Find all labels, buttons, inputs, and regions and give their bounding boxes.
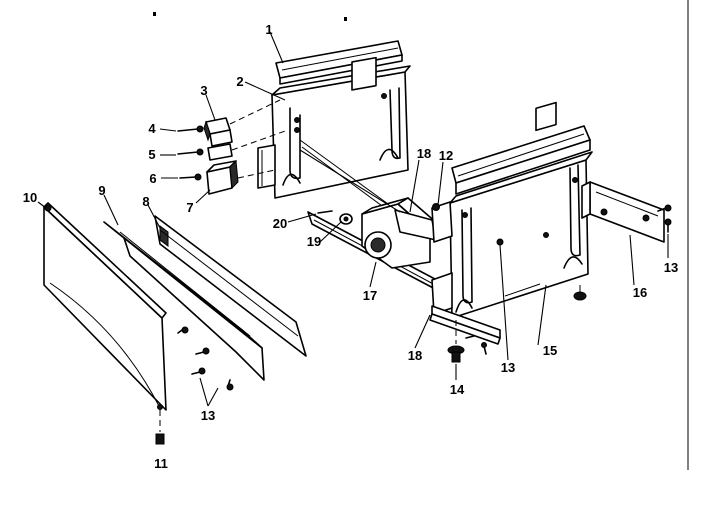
part-13-screws-left — [177, 326, 234, 391]
callout-10: 10 — [23, 190, 37, 205]
callout-4: 4 — [148, 121, 156, 136]
leader-lines — [37, 31, 669, 407]
callout-8: 8 — [142, 194, 149, 209]
callout-15: 15 — [543, 343, 557, 358]
callout-5: 5 — [148, 147, 155, 162]
callout-1: 1 — [265, 22, 272, 37]
callout-19: 19 — [307, 234, 321, 249]
part-19-washer — [339, 213, 353, 225]
part-11-screw — [155, 410, 165, 445]
callout-18b: 18 — [408, 348, 422, 363]
callout-13a: 13 — [201, 408, 215, 423]
callout-17: 17 — [363, 288, 377, 303]
callout-9: 9 — [98, 183, 105, 198]
callout-14: 14 — [450, 382, 465, 397]
callout-13c: 13 — [664, 260, 678, 275]
callout-6: 6 — [149, 171, 156, 186]
part-8-inner-strip — [154, 215, 307, 357]
callout-11: 11 — [154, 456, 168, 471]
part-13-screws-right — [465, 204, 672, 355]
callout-7: 7 — [186, 200, 193, 215]
part-18-rail-right — [429, 305, 501, 345]
callout-13b: 13 — [501, 360, 515, 375]
part-9-trim-strip — [103, 221, 265, 381]
part-14-leg-leveler — [447, 285, 587, 363]
callout-12: 12 — [439, 148, 453, 163]
callout-20: 20 — [273, 216, 287, 231]
callout-3: 3 — [200, 83, 207, 98]
assembly-line-c — [237, 169, 276, 179]
right-top-rail — [451, 125, 591, 195]
part-12-clip — [432, 203, 440, 211]
callout-2: 2 — [236, 74, 243, 89]
part-4-screw — [177, 125, 204, 133]
callout-18a: 18 — [417, 146, 431, 161]
part-15-right-panel — [431, 101, 593, 319]
callout-16: 16 — [633, 285, 647, 300]
part-10-front-panel — [43, 202, 167, 411]
part-3-relay-block — [203, 117, 233, 147]
part-17-motor — [361, 197, 439, 269]
motor-shaft-line — [299, 149, 401, 213]
part-2-left-panel — [257, 56, 413, 229]
part-6-screw — [179, 173, 202, 181]
scan-marks — [153, 0, 689, 470]
part-16-bracket — [581, 181, 665, 243]
callouts: 1 2 3 4 5 6 7 8 9 10 11 12 13 13 13 14 1… — [23, 22, 678, 471]
part-7-bracket — [206, 159, 239, 195]
part-5-screw — [177, 143, 233, 161]
part-20-screw — [317, 210, 333, 214]
